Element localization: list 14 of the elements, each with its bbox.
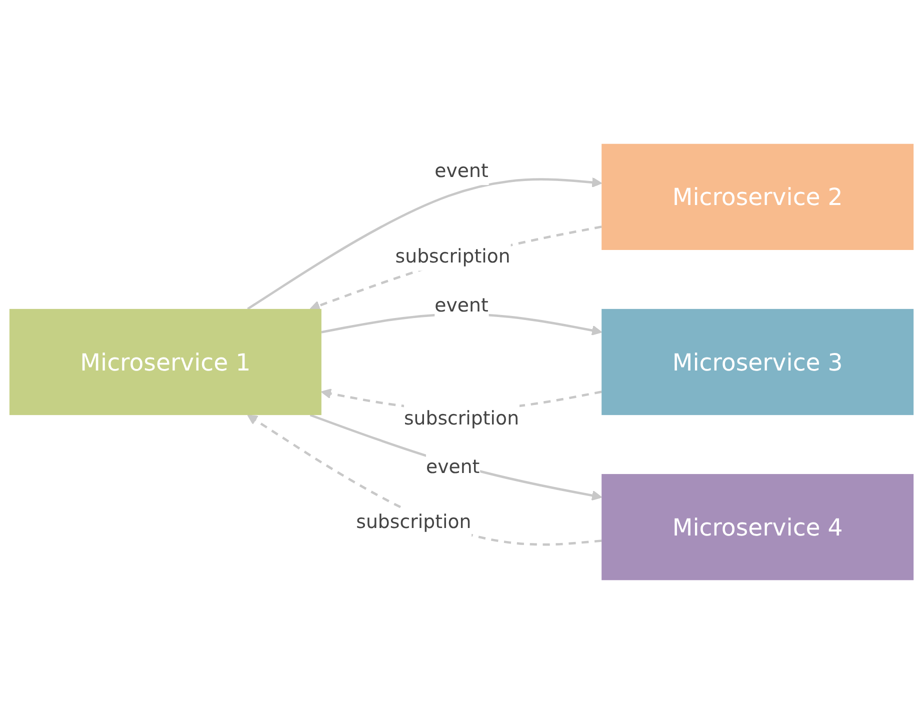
node-box: Microservice 2 [602,144,914,250]
edge-label: subscription [356,510,472,533]
arrow [247,177,602,310]
arrow [310,414,602,501]
node-box: Microservice 4 [602,474,914,580]
arrow [247,414,602,546]
node-box: Microservice 1 [9,308,322,416]
node-box: Microservice 3 [602,308,914,416]
edge-label: event [434,159,488,182]
edge-label: event [434,294,488,316]
edge-label: subscription [404,406,520,430]
edge-label: event [426,456,480,478]
arrow [310,226,602,311]
edge-label: subscription [395,244,510,268]
